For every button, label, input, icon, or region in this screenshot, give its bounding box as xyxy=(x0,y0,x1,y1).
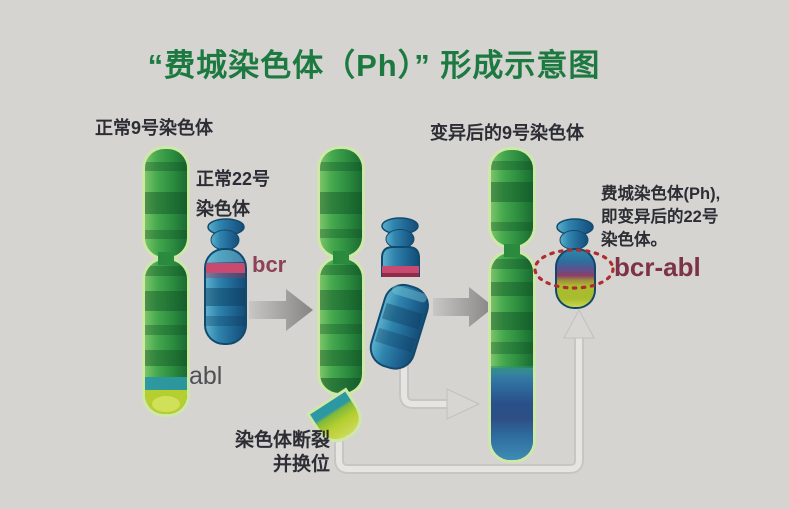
label-break-line1: 染色体断裂 xyxy=(234,430,330,451)
connector-arrowhead-up-icon xyxy=(563,308,595,339)
label-mutated-chr9: 变异后的9号染色体 xyxy=(430,123,585,143)
label-normal-chr22-line2: 染色体 xyxy=(196,199,250,219)
step-arrows xyxy=(249,287,494,331)
label-philadelphia-chromosome: 费城染色体(Ph), 即变异后的22号 染色体。 xyxy=(601,183,720,252)
diagram-title: “费城染色体（Ph）” 形成示意图 xyxy=(147,48,601,83)
chromosome-9-mutated xyxy=(488,147,536,463)
chromosome-9-breaking xyxy=(305,146,365,443)
label-abl-gene: abl xyxy=(189,362,223,390)
translocation-connectors xyxy=(334,308,595,474)
bcr-band-fragment xyxy=(382,266,419,274)
connector-arrowhead-right-icon xyxy=(446,388,481,420)
label-normal-chr9: 正常9号染色体 xyxy=(95,118,214,138)
broken-abl-fragment xyxy=(305,387,362,443)
label-normal-chr22-line1: 正常22号 xyxy=(196,169,271,189)
chr22-top-fragment xyxy=(381,217,420,277)
philadelphia-chromosome xyxy=(533,218,615,309)
label-bcr-abl-fusion-gene: bcr-abl xyxy=(614,252,701,282)
label-break-line2: 并换位 xyxy=(272,454,330,475)
label-normal-chr22: 正常22号 染色体 xyxy=(196,164,270,224)
translocated-bcr-segment xyxy=(491,368,533,460)
abl-band xyxy=(145,377,187,390)
arrow-step1-icon xyxy=(249,289,313,331)
chromosome-22-normal xyxy=(204,218,247,345)
chromosome-9-normal xyxy=(142,146,190,417)
bcr-abl-fusion-circle-icon xyxy=(533,248,615,290)
label-ph-line3: 染色体。 xyxy=(601,231,667,249)
label-bcr-gene: bcr xyxy=(252,252,287,277)
chr22-lower-arm-fragment xyxy=(369,283,429,370)
chromosome-22-breaking xyxy=(369,217,429,370)
bcr-band xyxy=(206,263,245,273)
arrow-step2-icon xyxy=(433,287,494,327)
label-ph-line2: 即变异后的22号 xyxy=(601,208,719,226)
label-ph-line1: 费城染色体(Ph), xyxy=(601,185,721,203)
label-chromosome-break: 染色体断裂 并换位 xyxy=(210,429,330,477)
